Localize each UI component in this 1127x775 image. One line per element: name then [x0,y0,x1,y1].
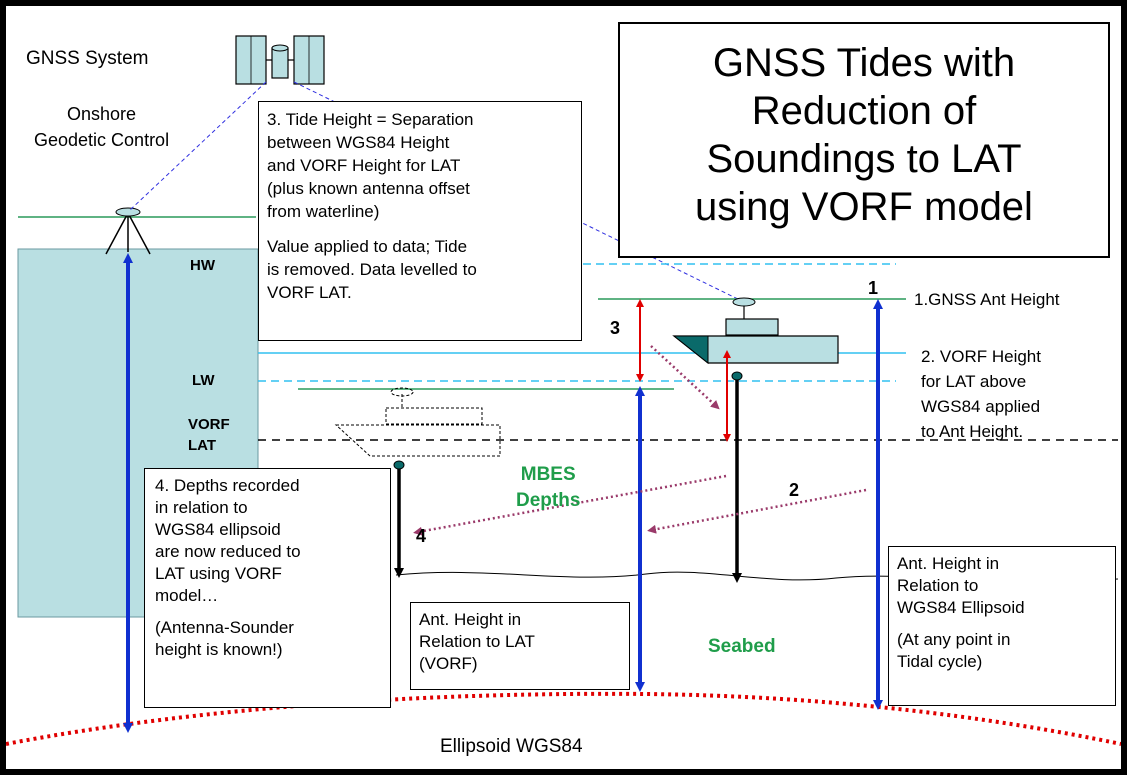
number-4: 4 [416,526,427,546]
tide-removed-text: Value applied to data; Tide is removed. … [267,237,477,302]
ellipsoid-line [6,691,1121,746]
tidal-cycle-text: (At any point in Tidal cycle) [897,630,1011,671]
hw-label: HW [190,257,215,274]
number-1: 1 [868,278,879,298]
number-2: 2 [789,480,800,500]
vorf-lat-label: VORF LAT [188,416,230,454]
depths-box: 4. Depths recorded in relation to WGS84 … [144,468,391,708]
tide-height-text: 3. Tide Height = Separation between WGS8… [267,110,474,221]
vessel-low-tide [334,387,501,470]
ant-height-lat-text: Ant. Height in Relation to LAT (VORF) [419,610,535,673]
ellipsoid-label: Ellipsoid WGS84 [440,736,583,757]
depths-text: 4. Depths recorded in relation to WGS84 … [155,476,301,605]
onshore-control-label: Onshore Geodetic Control [34,104,170,150]
satellite-icon [235,35,325,85]
sounder-text: (Antenna-Sounder height is known!) [155,618,294,659]
diagram-title: GNSS Tides with Reduction of Soundings t… [695,41,1033,229]
seabed-label: Seabed [708,636,776,657]
diagram-frame: GNSS Tides with Reduction of Soundings t… [6,6,1121,769]
dotted-arrow-mbes-left [413,474,727,536]
vessel-high-tide [672,297,839,381]
mbes-depths-label: MBES Depths [516,464,581,511]
lw-label: LW [192,372,215,389]
gnss-ant-height-label: 1.GNSS Ant Height [914,290,1060,309]
ant-height-wgs84-text: Ant. Height in Relation to WGS84 Ellipso… [897,554,1025,617]
number-3: 3 [610,318,621,338]
ant-height-wgs84-box: Ant. Height in Relation to WGS84 Ellipso… [888,546,1116,706]
tripod-icon [105,207,151,255]
gnss-system-label: GNSS System [26,48,149,69]
tide-height-box: 3. Tide Height = Separation between WGS8… [258,101,582,341]
title-box: GNSS Tides with Reduction of Soundings t… [618,22,1110,258]
ant-height-lat-box: Ant. Height in Relation to LAT (VORF) [410,602,630,690]
signal-line-onshore [129,81,267,211]
dotted-arrow-mbes-right [647,488,867,534]
vorf-height-label: 2. VORF Height for LAT above WGS84 appli… [921,347,1041,441]
